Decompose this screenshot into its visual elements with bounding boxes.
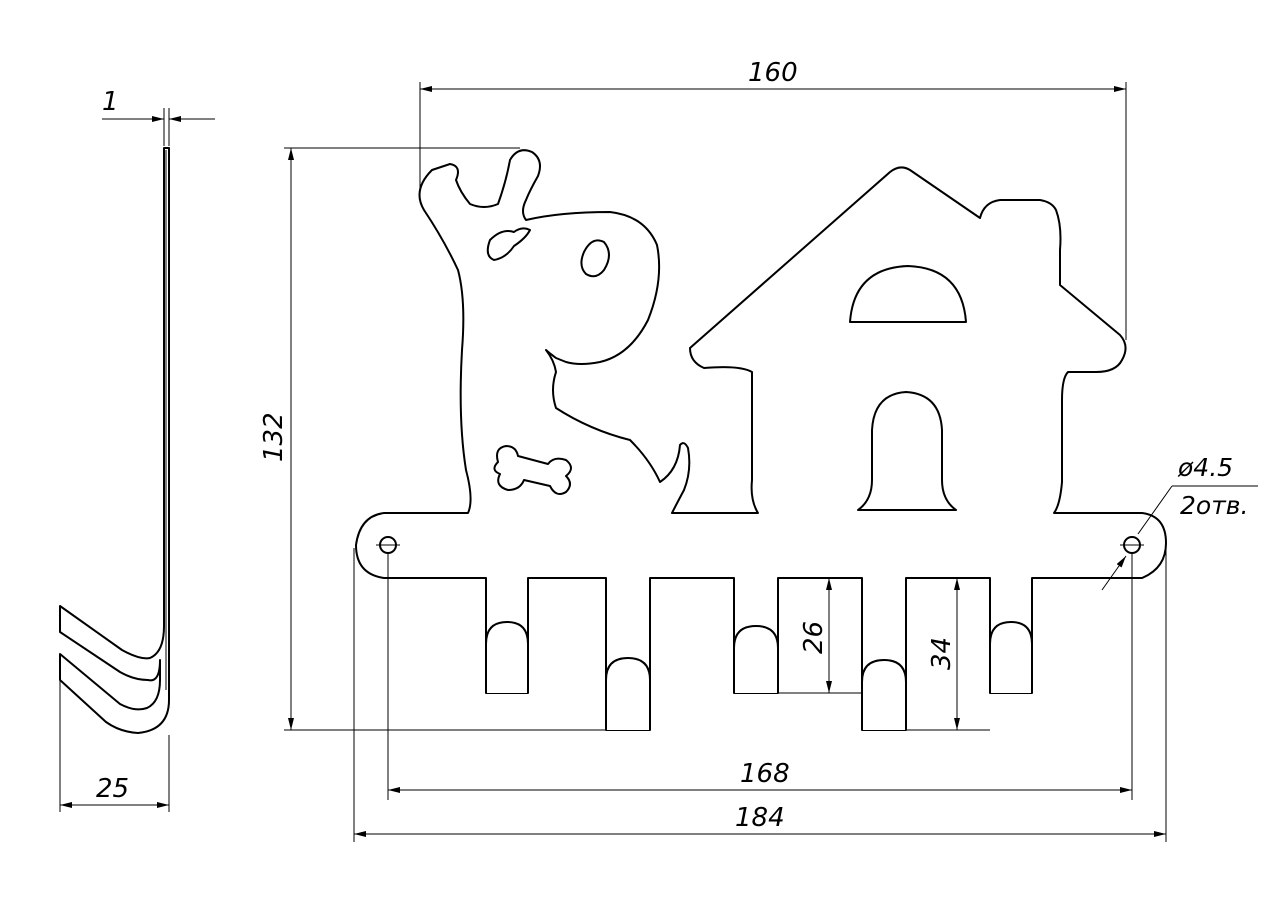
house-window — [849, 265, 967, 323]
side-profile — [59, 147, 170, 734]
hanger-outline — [355, 149, 1167, 731]
slot-arch-3 — [733, 625, 779, 693]
dim-width-top: 160 — [748, 58, 798, 88]
dog-eye-cutout — [580, 239, 610, 278]
dim-hole-spacing: 168 — [740, 759, 790, 789]
side-view: 1 25 — [59, 87, 215, 812]
slot-arch-1 — [485, 621, 529, 693]
slot-arch-2 — [605, 657, 651, 730]
house-door — [857, 391, 957, 511]
note-hole-count: 2отв. — [1180, 491, 1248, 520]
slot-arch-4 — [861, 659, 907, 730]
dim-depth: 25 — [96, 774, 129, 804]
dim-overall-width: 184 — [735, 803, 785, 833]
note-hole-diameter: ø4.5 — [1177, 453, 1233, 482]
front-view: 160 132 26 34 168 184 ø4.5 2отв. — [259, 58, 1258, 842]
dim-height: 132 — [259, 412, 289, 462]
dim-slot-long: 34 — [927, 637, 957, 670]
dim-slot-short: 26 — [799, 621, 829, 654]
bone-cutout — [493, 445, 572, 495]
dog-ear-cutout — [486, 227, 531, 261]
dim-thickness: 1 — [102, 87, 119, 117]
slot-arch-5 — [989, 621, 1033, 693]
